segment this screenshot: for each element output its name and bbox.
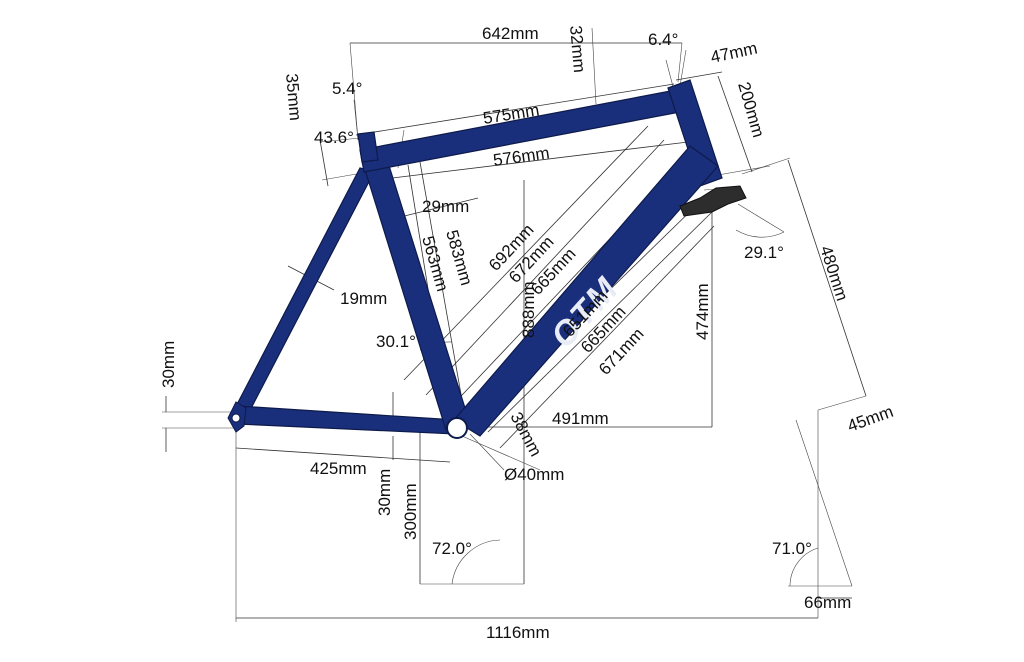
label-dropout-height: 30mm: [159, 341, 178, 388]
bottom-bracket: [446, 417, 468, 439]
label-head-tube-length: 200mm: [734, 80, 768, 140]
dropout-axle: [231, 413, 241, 423]
label-head-angle-offset: 6.4°: [648, 30, 678, 49]
down-tube: [453, 145, 719, 437]
label-head-angle: 71.0°: [772, 539, 812, 558]
label-reach: 491mm: [552, 409, 609, 428]
label-seat-tube-angle: 30.1°: [376, 332, 416, 351]
label-seat-angle-offset: 5.4°: [332, 79, 362, 98]
seat-post-top: [357, 131, 379, 163]
label-top-tube-inner: 576mm: [492, 143, 551, 170]
label-chainstay: 425mm: [310, 459, 367, 478]
label-fork-rake: 45mm: [845, 402, 896, 436]
label-bb-shell-width: 38mm: [506, 409, 545, 460]
label-seat-stay-diameter: 19mm: [340, 289, 387, 308]
label-stack: 888mm: [519, 281, 538, 338]
label-head-tube-diameter: 47mm: [709, 39, 759, 67]
bike-frame: OTM: [227, 79, 747, 439]
label-head-tube-gap: 32mm: [566, 25, 589, 74]
label-wheelbase: 1116mm: [486, 623, 550, 642]
label-top-tube-horizontal: 642mm: [482, 24, 539, 43]
label-bb-drop: 30mm: [375, 469, 394, 516]
label-seat-cluster-angle: 43.6°: [314, 128, 354, 147]
chainstay: [237, 405, 457, 435]
label-trail: 66mm: [804, 593, 851, 612]
dimension-labels: 642mm 575mm 576mm 5.4° 6.4° 32mm 47mm 20…: [159, 24, 896, 642]
label-bb-height: 300mm: [401, 483, 420, 540]
label-seat-angle: 72.0°: [432, 539, 472, 558]
label-head-to-bb-vertical: 474mm: [693, 283, 712, 340]
label-seat-top-height: 35mm: [282, 73, 305, 122]
label-fork-angle: 29.1°: [744, 243, 784, 262]
label-bb-diameter: Ø40mm: [504, 465, 564, 484]
label-fork-length: 480mm: [816, 243, 852, 303]
label-seat-stay-offset: 29mm: [422, 197, 469, 216]
fork-crown: [679, 185, 747, 217]
